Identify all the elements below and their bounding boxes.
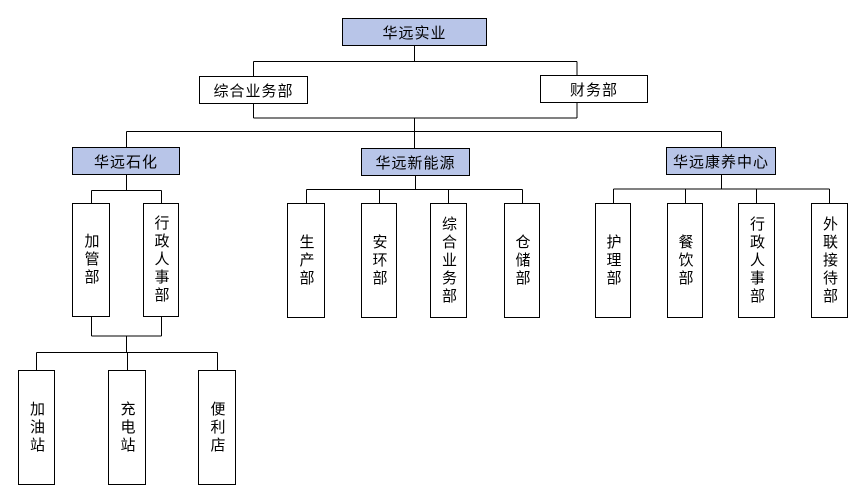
org-node-gas-station: 加油站 bbox=[18, 370, 55, 485]
org-node-admin-hr-dept-care: 行政人事部 bbox=[738, 203, 775, 318]
org-node-convenience-store: 便利店 bbox=[198, 370, 236, 485]
org-node-general-business-dept-energy: 综合业务部 bbox=[430, 203, 467, 318]
org-node-label: 餐饮部 bbox=[676, 233, 695, 288]
org-node-label: 华远新能源 bbox=[375, 153, 456, 172]
org-node-petrochemical: 华远石化 bbox=[72, 147, 180, 175]
org-node-label: 便利店 bbox=[208, 400, 227, 455]
org-node-label: 仓储部 bbox=[513, 233, 532, 288]
org-node-label: 财务部 bbox=[569, 80, 618, 99]
org-node-label: 加油站 bbox=[28, 400, 46, 455]
org-node-label: 生产部 bbox=[297, 233, 316, 288]
connector-root-tree bbox=[126, 46, 722, 148]
org-node-external-reception-dept: 外联接待部 bbox=[811, 203, 848, 318]
org-node-label: 护理部 bbox=[604, 233, 623, 288]
org-node-group-root: 华远实业 bbox=[342, 18, 487, 46]
connector-petrochemical-tree bbox=[36, 175, 218, 370]
connector-health-care-tree bbox=[613, 175, 830, 203]
org-node-charging-station: 充电站 bbox=[108, 370, 146, 485]
org-node-admin-hr-dept-petro: 行政人事部 bbox=[143, 203, 179, 317]
org-node-catering-dept: 餐饮部 bbox=[667, 203, 703, 318]
org-node-station-mgmt-dept: 加管部 bbox=[72, 203, 110, 317]
org-node-finance-dept: 财务部 bbox=[540, 75, 648, 103]
org-node-label: 综合业务部 bbox=[213, 81, 294, 100]
org-node-label: 安环部 bbox=[370, 233, 389, 288]
org-node-health-care-center: 华远康养中心 bbox=[666, 147, 776, 175]
org-node-label: 华远石化 bbox=[93, 152, 158, 171]
org-node-new-energy: 华远新能源 bbox=[361, 148, 470, 176]
org-node-warehousing-dept: 仓储部 bbox=[504, 203, 540, 318]
org-node-safety-env-dept: 安环部 bbox=[361, 203, 397, 318]
org-node-label: 综合业务部 bbox=[440, 215, 458, 306]
org-node-label: 外联接待部 bbox=[821, 215, 839, 306]
connector-new-energy-tree bbox=[306, 176, 523, 203]
org-node-general-business-dept: 综合业务部 bbox=[199, 76, 308, 104]
org-node-label: 加管部 bbox=[82, 233, 101, 287]
org-node-label: 华远康养中心 bbox=[672, 152, 769, 171]
org-node-label: 充电站 bbox=[118, 400, 137, 455]
org-node-label: 华远实业 bbox=[382, 23, 447, 42]
org-node-production-dept: 生产部 bbox=[287, 203, 325, 318]
org-node-nursing-dept: 护理部 bbox=[595, 203, 631, 318]
org-node-label: 行政人事部 bbox=[748, 215, 766, 306]
org-node-label: 行政人事部 bbox=[152, 215, 171, 305]
